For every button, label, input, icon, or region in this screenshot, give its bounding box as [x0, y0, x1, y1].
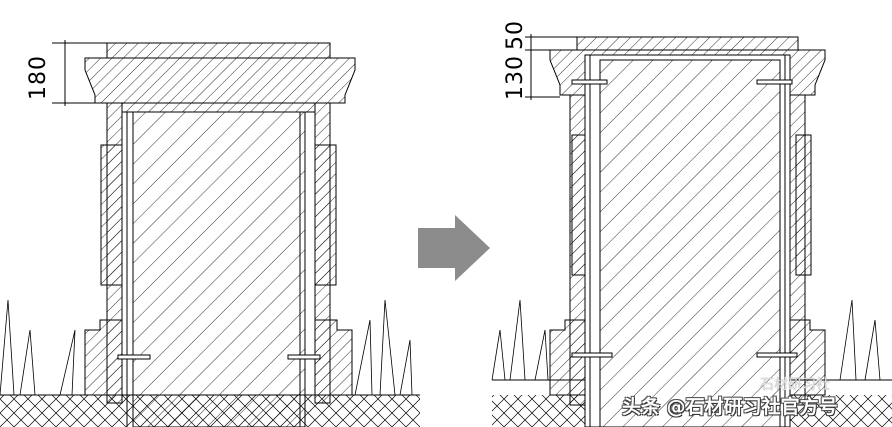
door-panel — [132, 111, 306, 427]
cornice — [84, 57, 356, 104]
cap-slab — [106, 42, 331, 59]
watermark-logo: 石材研习社 — [760, 377, 830, 393]
dimension-label-130: 130 — [503, 55, 528, 100]
left-base — [84, 319, 123, 396]
dimension-label-180: 180 — [26, 55, 51, 100]
grass — [0, 299, 413, 396]
right-base — [314, 319, 353, 396]
after-drawing — [491, 34, 892, 427]
watermark-text: 头条 @石材研习社官方号 — [622, 396, 838, 418]
arrow-right-icon — [418, 215, 490, 281]
before-drawing — [0, 40, 420, 427]
dimension-label-50: 50 — [503, 20, 528, 50]
